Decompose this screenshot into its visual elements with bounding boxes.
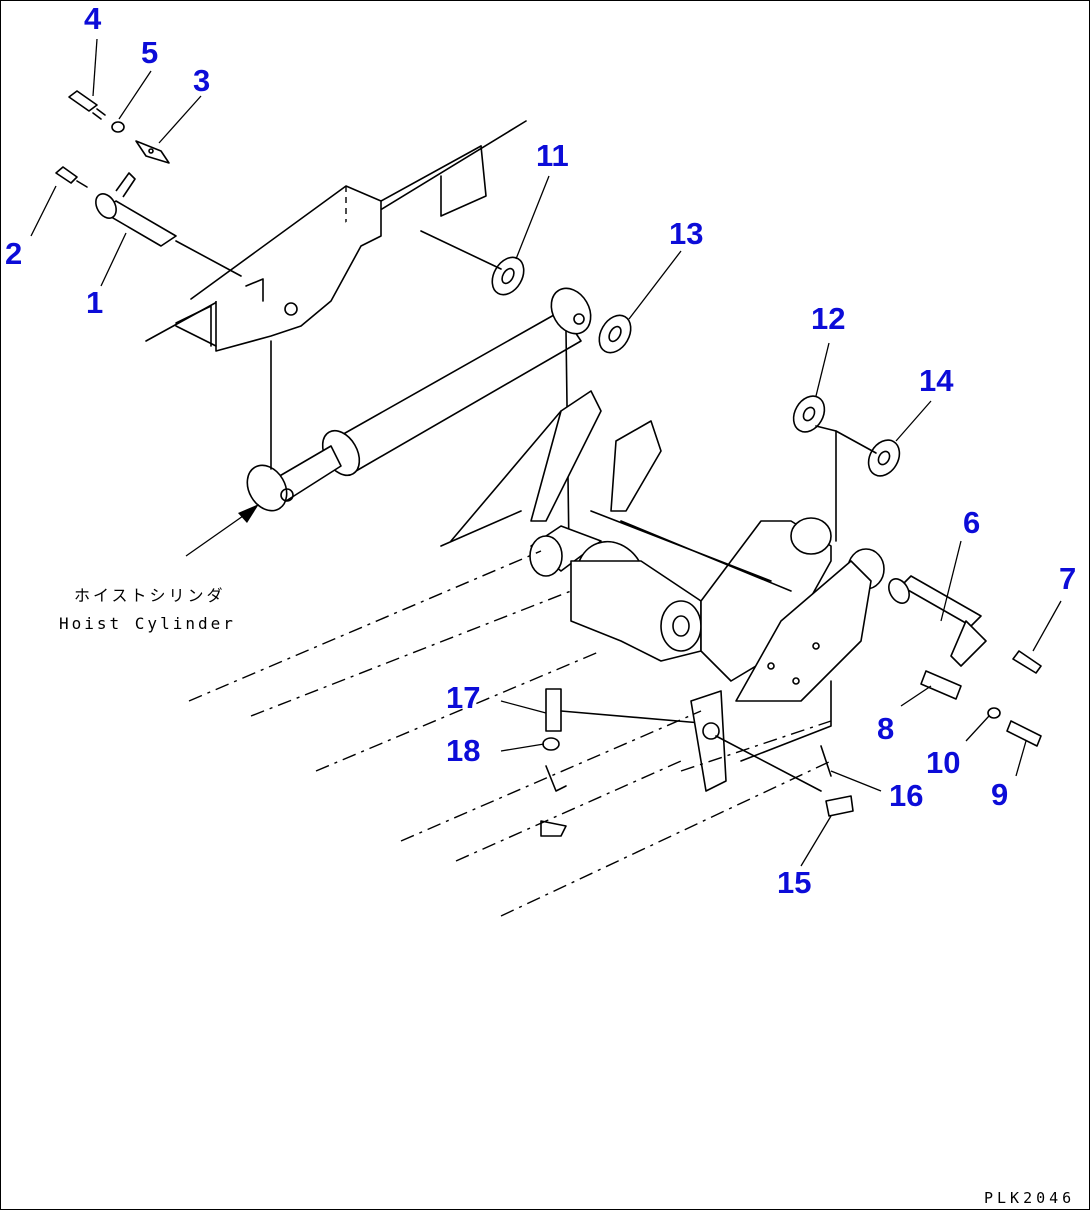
callout-numbers: 4 5 3 2 1 11 13 12 14 6 7 8 10 9 16 15 1… [5, 1, 1076, 900]
callout-1: 1 [86, 285, 103, 320]
pin-assembly-top [55, 90, 242, 277]
pin-assembly-right [888, 575, 1042, 747]
callout-10: 10 [926, 745, 960, 780]
callout-8: 8 [877, 711, 894, 746]
caption-english: Hoist Cylinder [59, 614, 236, 633]
callout-14: 14 [919, 363, 954, 398]
centerlines [188, 550, 832, 917]
drawing-code: PLK2046 [984, 1189, 1075, 1207]
callout-5: 5 [141, 35, 158, 70]
callout-4: 4 [84, 1, 102, 36]
callout-3: 3 [193, 63, 210, 98]
callout-2: 2 [5, 236, 22, 271]
callout-6: 6 [963, 505, 980, 540]
caption-japanese: ホイストシリンダ [74, 586, 226, 605]
leader-lines [30, 38, 1062, 867]
callout-18: 18 [446, 733, 480, 768]
callout-11: 11 [536, 138, 569, 173]
boom-arm [145, 120, 527, 352]
chassis-frame [440, 390, 885, 762]
callout-15: 15 [777, 865, 811, 900]
washers [420, 230, 901, 477]
callout-7: 7 [1059, 561, 1076, 596]
callout-16: 16 [889, 778, 923, 813]
callout-12: 12 [811, 301, 845, 336]
lower-parts [540, 688, 854, 837]
arrowhead [238, 504, 259, 523]
callout-9: 9 [991, 777, 1008, 812]
callout-13: 13 [669, 216, 703, 251]
callout-17: 17 [446, 680, 480, 715]
